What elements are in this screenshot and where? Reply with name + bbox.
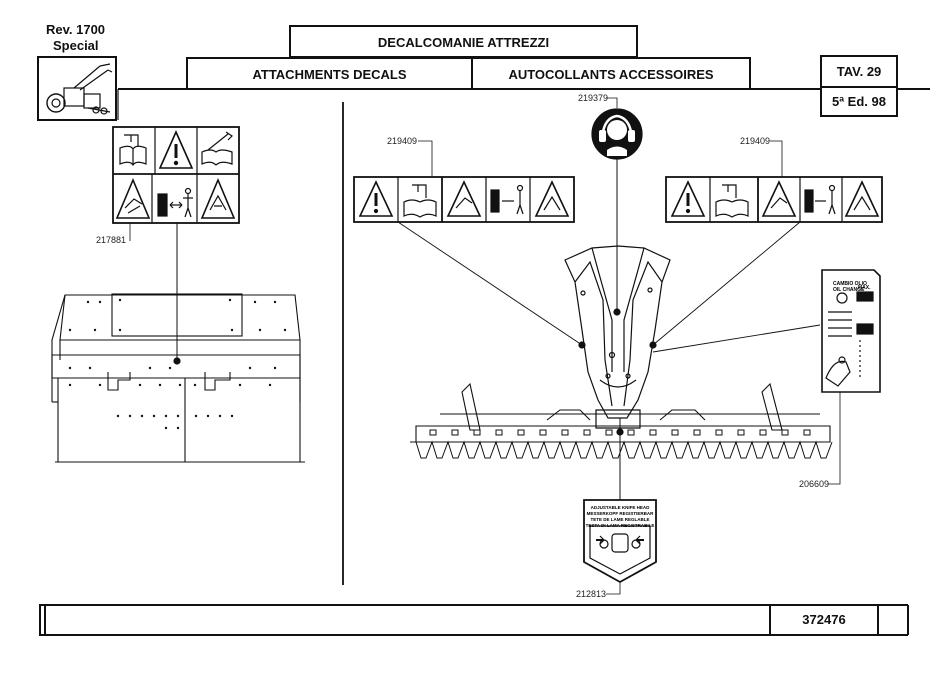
decal-212813 <box>583 499 657 584</box>
part-number-219409-left: 219409 <box>387 136 418 146</box>
tiller-thumbnail-icon <box>37 56 117 121</box>
decal-219409-left <box>353 176 575 223</box>
title-french-box <box>471 57 751 90</box>
part-number-217881: 217881 <box>96 235 127 245</box>
title-italian: DECALCOMANIE ATTREZZI <box>377 35 550 50</box>
knife-decal-text-1: ADJUSTABLE KNIFE HEAD <box>591 505 650 510</box>
teeth-outline <box>415 440 833 459</box>
oil-decal-max: MAX. <box>858 285 871 291</box>
bar-rivet <box>671 429 679 436</box>
bar-rivet <box>451 429 459 436</box>
knife-decal-text-4: TESTA DI LAMA REGISTRABILE <box>586 523 655 528</box>
bar-rivet <box>781 429 789 436</box>
edition: 5ª Ed. 98 <box>832 94 886 109</box>
bar-rivet <box>583 429 591 436</box>
oil-decal-text-1: CAMBIO OLIO <box>833 281 867 287</box>
cutter-bar-drawing <box>410 382 831 443</box>
bar-rivet <box>539 429 547 436</box>
bar-rivet <box>715 429 723 436</box>
part-number-219379: 219379 <box>578 93 609 103</box>
model-name-line1: Rev. 1700 <box>46 22 106 37</box>
bar-rivet <box>693 429 701 436</box>
document-number: 372476 <box>802 612 846 627</box>
knife-head-drawing <box>564 245 671 429</box>
bar-rivet <box>495 429 503 436</box>
bar-rivet <box>803 429 811 436</box>
bar-rivet <box>473 429 481 436</box>
bar-rivet <box>627 429 635 436</box>
table-number: TAV. 29 <box>836 64 882 79</box>
part-number-212813: 212813 <box>576 589 607 599</box>
oil-decal-text-2: OIL CHANGE <box>833 287 865 293</box>
decal-206609 <box>821 269 881 393</box>
title-french: AUTOCOLLANTS ACCESSOIRES <box>508 67 714 82</box>
bar-rivet <box>649 429 657 436</box>
bar-rivet <box>561 429 569 436</box>
part-number-219409-right: 219409 <box>740 136 771 146</box>
knife-decal-text-3: TETE DE LAME REGLABLE <box>590 517 649 522</box>
cutter-teeth <box>415 429 833 459</box>
title-english-box <box>186 57 473 90</box>
title-italian-box <box>289 25 638 58</box>
ear-protection-icon <box>591 108 643 160</box>
bar-rivet <box>429 429 437 436</box>
part-number-206609: 206609 <box>799 479 830 489</box>
bar-rivet <box>759 429 767 436</box>
decal-219409-right <box>665 176 883 223</box>
bar-rivet <box>737 429 745 436</box>
bar-rivet <box>517 429 525 436</box>
decal-217881 <box>112 126 240 224</box>
bar-rivet <box>605 429 613 436</box>
title-english: ATTACHMENTS DECALS <box>252 67 407 82</box>
tiller-hood-drawing <box>51 293 305 463</box>
model-name-line2: Special <box>53 38 99 53</box>
table-box-divider <box>820 86 898 88</box>
knife-decal-text-2: MESSERKOPF REGISTIERBAR <box>587 511 655 516</box>
